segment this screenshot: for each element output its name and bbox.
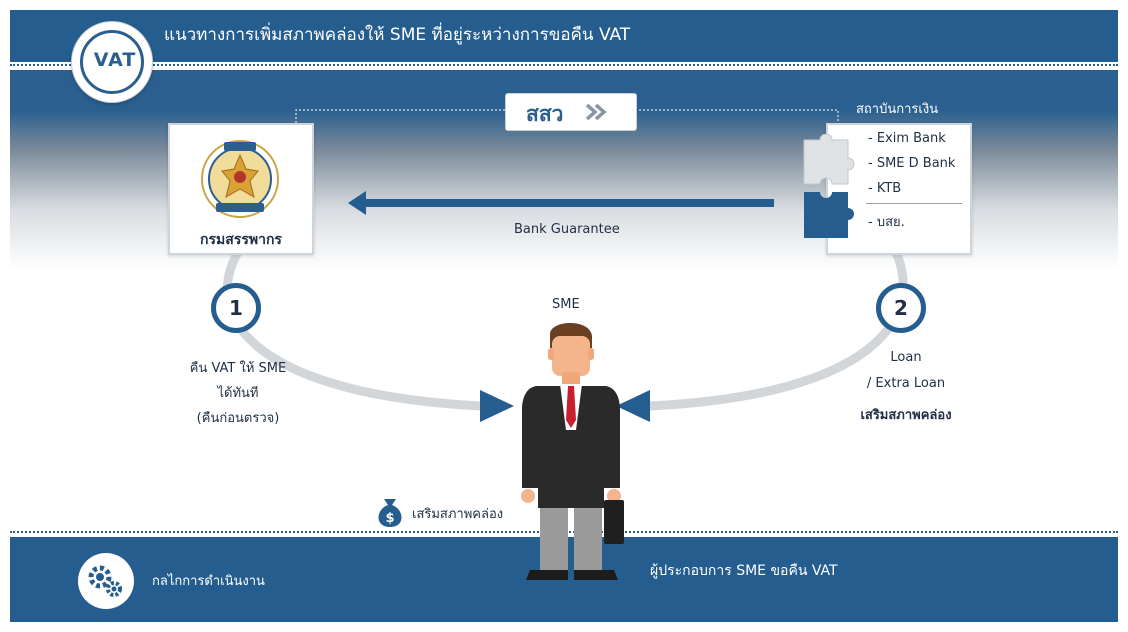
liquidity-label: เสริมสภาพคล่อง [412,507,504,522]
money-bag-icon: $ [378,499,402,527]
financial-institutions-box: - Exim Bank - SME D Bank - KTB - บสย. [826,123,972,255]
right-arrowhead [616,390,650,422]
step-2-circle: 2 [876,283,926,333]
sme-vat-refund-label: ผู้ประกอบการ SME ขอคืน VAT [650,563,838,579]
chevron-double-right-icon [585,103,607,121]
puzzle-icon [803,134,855,238]
gears-glyph [88,565,122,597]
revenue-department-name: กรมสรรพากร [200,232,282,248]
fi-divider [866,203,962,204]
right-flow-arc [649,250,908,411]
step-1-line-2: ได้ทันที [217,386,259,401]
fi-item: - KTB [868,181,902,196]
sme-label: SME [552,297,580,312]
sso-badge: สสว [505,93,637,131]
seal-icon [201,140,279,218]
left-arrowhead [480,390,514,422]
sso-connector-line-right [635,109,839,123]
step-1-line-1: คืน VAT ให้ SME [189,361,287,376]
vat-badge-ring: VAT [80,30,144,94]
step-2-line-3: เสริมสภาพคล่อง [860,408,952,423]
step-1-line-3: (คืนก่อนตรวจ) [196,411,280,426]
vat-badge-icon: VAT [72,22,152,102]
left-flow-arc [222,249,483,411]
step-2-line-1: Loan [890,350,922,365]
sso-connector-line [295,109,505,123]
header-dotted-divider [10,64,1118,66]
sso-label: สสว [526,102,564,126]
financial-institutions-heading: สถาบันการเงิน [856,102,939,117]
gears-icon [78,553,134,609]
mechanism-label: กลไกการดำเนินงาน [152,574,265,589]
businessman-icon [521,323,624,580]
bank-guarantee-arrow-shaft [362,199,774,207]
bank-guarantee-arrowhead [348,191,366,215]
page-title: แนวทางการเพิ่มสภาพคล่องให้ SME ที่อยู่ระ… [164,25,631,45]
step-2-line-2: / Extra Loan [866,376,946,391]
bank-guarantee-label: Bank Guarantee [514,222,620,237]
step-1-circle: 1 [211,283,261,333]
header-band [10,10,1118,62]
svg-text:$: $ [385,511,394,526]
vat-badge-label: VAT [93,49,137,71]
fi-item: - Exim Bank [868,131,946,146]
fi-item: - SME D Bank [868,156,956,171]
fi-item: - บสย. [868,215,905,230]
revenue-department-box: กรมสรรพากร [168,123,314,255]
